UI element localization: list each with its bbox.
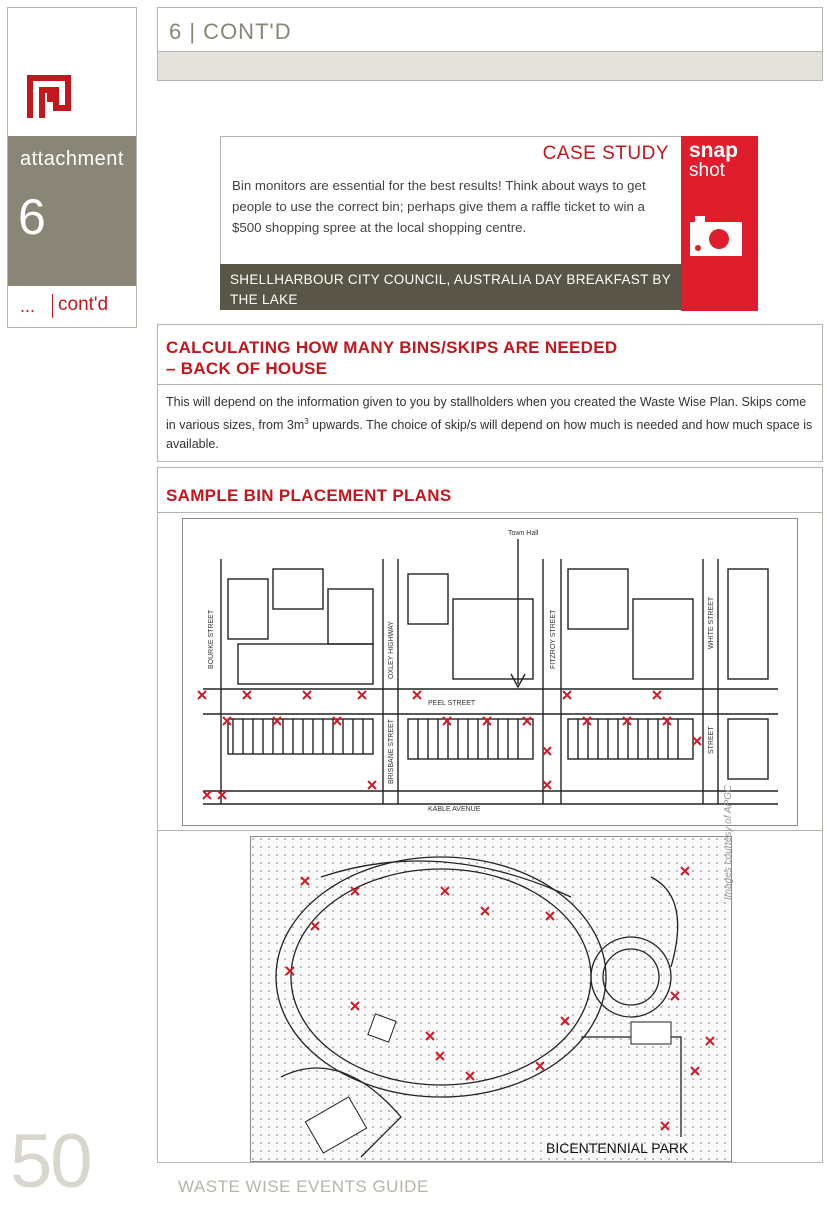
case-study-heading: CASE STUDY [542,143,669,164]
page-number: 50 [10,1119,93,1204]
street-bin-plan-image: BOURKE STREET OXLEY HIGHWAY PEEL STREET … [182,518,798,826]
calculating-heading-line2: – BACK OF HOUSE [166,359,328,378]
superscript-3: 3 [304,417,309,426]
label-town-hall: Town Hall [508,530,539,537]
label-bicentennial-park: BICENTENNIAL PARK [546,1140,689,1156]
attachment-label: attachment [20,148,124,170]
calculating-heading: CALCULATING HOW MANY BINS/SKIPS ARE NEED… [166,337,617,379]
sample-plans-section: SAMPLE BIN PLACEMENT PLANS [157,467,823,1163]
case-study-box: CASE STUDY Bin monitors are essential fo… [220,136,682,266]
park-bin-markers [285,866,715,1131]
section-divider [158,512,822,513]
header-strip [157,51,823,81]
label-kable-avenue: KABLE AVENUE [428,806,481,813]
attachment-panel: attachment 6 [8,136,136,286]
continued-dots: ... [20,296,36,316]
guide-title: WASTE WISE EVENTS GUIDE [178,1177,429,1196]
snapshot-badge: snap shot [681,136,758,311]
section-divider [158,384,822,385]
case-study-source-bar: SHELLHARBOUR CITY COUNCIL, AUSTRALIA DAY… [220,264,681,310]
section-title: 6 | CONT'D [169,19,292,44]
calculating-text-1: This will depend on the information give… [166,395,807,433]
section-header: 6 | CONT'D [157,7,823,52]
label-brisbane-street: BRISBANE STREET [388,718,395,784]
image-divider [158,830,822,831]
label-oxley-highway: OXLEY HIGHWAY [388,621,395,679]
continued-marker: ... cont'd [8,286,136,327]
case-study-body: Bin monitors are essential for the best … [232,178,646,235]
attachment-tab: attachment 6 ... cont'd [7,7,137,328]
snap-label: snap [689,139,739,162]
street-plan-drawing: BOURKE STREET OXLEY HIGHWAY PEEL STREET … [197,530,778,813]
label-fitzroy-street: FITZROY STREET [550,609,557,669]
shot-label: shot [689,160,725,181]
label-bourke-street: BOURKE STREET [208,609,215,669]
case-study-source: SHELLHARBOUR CITY COUNCIL, AUSTRALIA DAY… [230,272,671,307]
bin-markers [197,690,702,800]
park-plan-drawing: BICENTENNIAL PARK [251,837,731,1161]
park-bin-plan-image: BICENTENNIAL PARK [250,836,732,1162]
sample-plans-heading: SAMPLE BIN PLACEMENT PLANS [166,486,452,505]
calculating-text-2: upwards. The choice of skip/s will depen… [166,418,813,452]
label-peel-street: PEEL STREET [428,700,476,707]
label-white-street: WHITE STREET [708,596,715,649]
calculating-heading-line1: CALCULATING HOW MANY BINS/SKIPS ARE NEED… [166,338,618,357]
council-logo-icon [27,75,71,118]
calculating-body: This will depend on the information give… [166,393,816,454]
label-street: STREET [708,726,715,754]
attachment-number: 6 [18,189,46,245]
calculating-section: CALCULATING HOW MANY BINS/SKIPS ARE NEED… [157,324,823,462]
camera-icon [690,216,742,256]
continued-label: cont'd [58,294,109,315]
image-credit: Images courtesy of APGC [723,784,734,900]
continued-divider [52,294,53,318]
